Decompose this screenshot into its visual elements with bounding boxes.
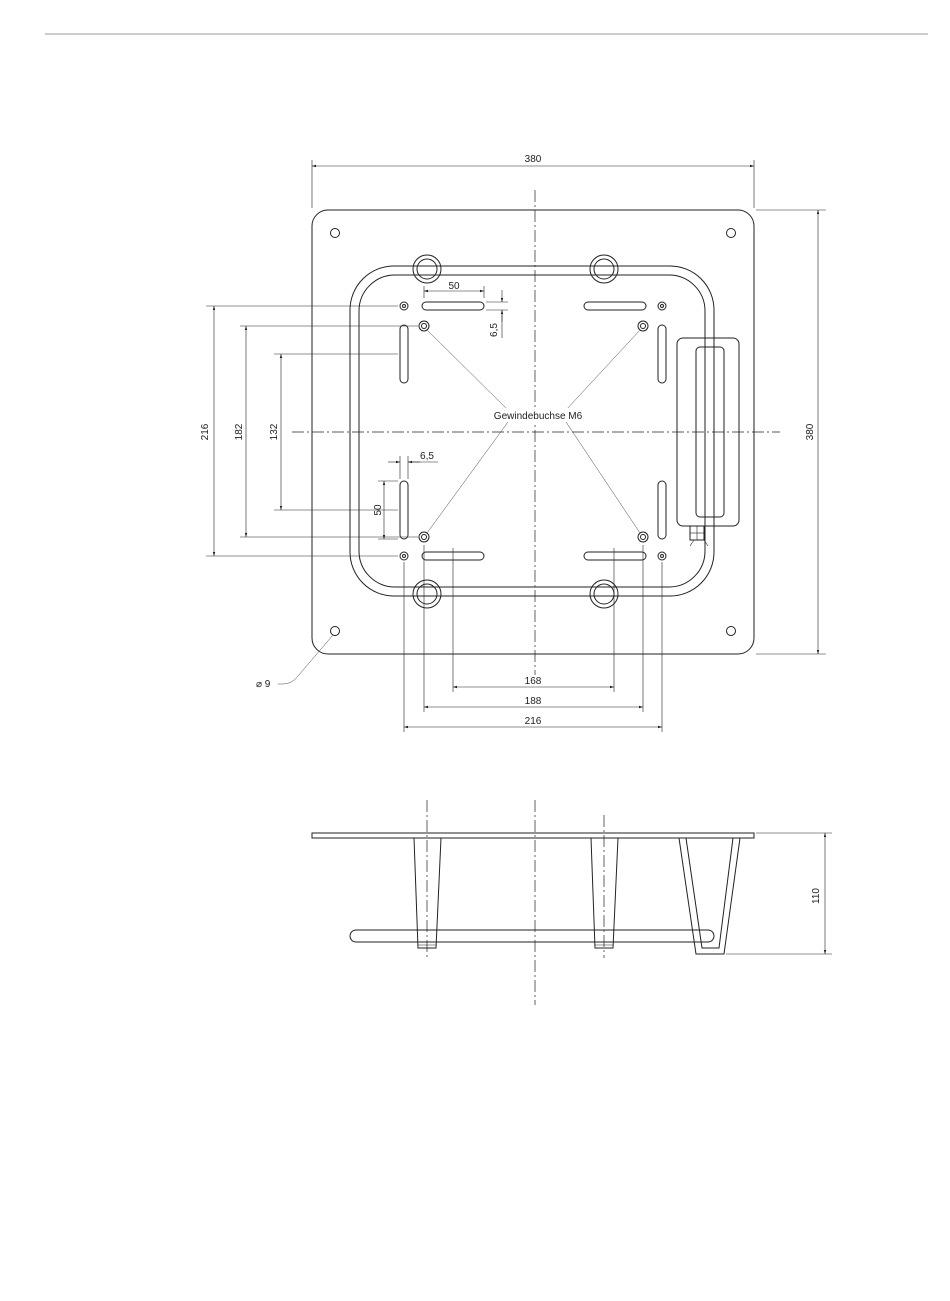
corner-hole [331, 229, 340, 238]
corner-hole [727, 229, 736, 238]
side-foot-left [414, 838, 441, 948]
side-foot-right [591, 838, 618, 948]
top-view: Gewindebuchse M6 380 380 216 182 132 50 [200, 154, 826, 732]
dim-slot-length-top: 50 [448, 281, 460, 292]
dim-center-height: 132 [269, 423, 280, 440]
dim-bottom-188: 188 [525, 696, 542, 707]
side-handle-rod [350, 930, 714, 942]
corner-hole [331, 627, 340, 636]
handle-loop-outer [350, 266, 714, 596]
thread-leaders [427, 330, 640, 533]
dim-bottom-168: 168 [525, 676, 542, 687]
hole-label: ⌀ 9 [256, 679, 271, 690]
dim-side-height: 110 [811, 888, 822, 904]
dim-plate-height: 380 [805, 423, 816, 440]
dim-outer-slot-height: 216 [200, 423, 211, 440]
dim-bottom-216: 216 [525, 716, 542, 727]
handle-loop-inner [359, 275, 705, 587]
slots [400, 302, 666, 560]
small-holes [400, 302, 666, 560]
hole-leader [278, 635, 333, 684]
foot-bushings [413, 255, 618, 608]
dim-slot-length-left: 50 [373, 504, 384, 516]
load-cell-housing [677, 338, 739, 546]
side-plate [312, 833, 754, 838]
dim-inner-height: 182 [234, 423, 245, 440]
thread-inserts [419, 321, 648, 542]
side-view: 110 [312, 800, 832, 1005]
dim-slot-width-left: 6,5 [420, 451, 434, 462]
dim-plate-width: 380 [525, 154, 542, 165]
thread-label: Gewindebuchse M6 [494, 411, 583, 422]
corner-hole [727, 627, 736, 636]
dim-slot-width-top: 6,5 [489, 323, 500, 337]
